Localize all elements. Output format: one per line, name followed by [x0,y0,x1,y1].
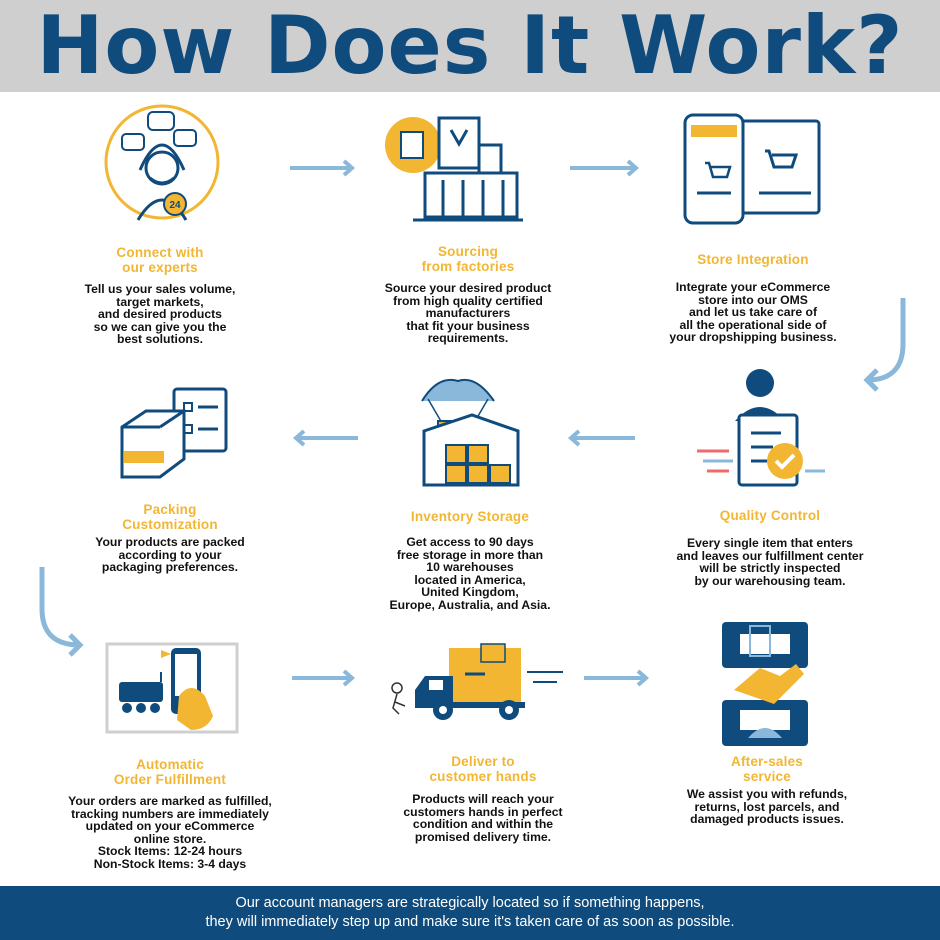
step-title: Deliver to customer hands [429,754,537,784]
factory-icon [385,116,523,222]
quality-inspector-icon [697,369,825,487]
handshake-service-icon [722,622,808,746]
arrow-right-2-icon [570,159,640,177]
step-after-sales-service: After-sales service We assist you with r… [617,754,917,826]
step-packing-customization: Packing Customization Your products are … [20,502,320,574]
step-title: Store Integration [697,252,809,267]
step-title: Packing Customization [122,502,218,532]
arrow-curve-down-right-icon [863,298,906,392]
arrow-right-1-icon [290,159,356,177]
step-title: Connect with our experts [116,245,204,275]
arrow-right-4-icon [584,669,650,687]
page-title: How Does It Work? [36,0,904,92]
step-deliver-to-customer: Deliver to customer hands Products will … [333,754,633,843]
step-connect-experts: Connect with our experts Tell us your sa… [10,245,310,346]
robot-phone-icon [105,642,239,734]
step-description: Your products are packed according to yo… [95,535,245,575]
step-title: Quality Control [719,508,821,523]
store-devices-icon [683,113,821,225]
step-description: Products will reach your customers hands… [403,792,563,844]
arrow-left-2-icon [292,429,358,447]
step-description: Tell us your sales volume, target market… [84,282,236,347]
step-description: Source your desired product from high qu… [384,281,552,346]
step-title: Inventory Storage [410,509,530,524]
step-title: Sourcing from factories [421,244,515,274]
arrow-curve-down-left-icon [39,567,84,657]
step-automatic-order-fulfillment: Automatic Order Fulfillment Your orders … [20,757,320,871]
step-quality-control: Quality Control Every single item that e… [620,508,920,587]
step-title: After-sales service [731,754,803,784]
warehouse-parachute-icon [421,379,520,487]
step-description: Get access to 90 days free storage in mo… [389,535,551,612]
step-sourcing: Sourcing from factories Source your desi… [318,244,618,345]
step-description: Integrate your eCommerce store into our … [669,280,837,345]
step-description: Every single item that enters and leaves… [676,536,864,588]
step-description: We assist you with refunds, returns, los… [686,787,848,827]
step-store-integration: Store Integration Integrate your eCommer… [603,252,903,344]
footer-banner: Our account managers are strategically l… [0,886,940,940]
arrow-right-3-icon [292,669,356,687]
header-banner: How Does It Work? [0,0,940,92]
footer-text: Our account managers are strategically l… [205,895,735,930]
step-description: Your orders are marked as fulfilled, tra… [68,794,272,871]
step-title: Automatic Order Fulfillment [113,757,227,787]
step-inventory-storage: Inventory Storage Get access to 90 days … [320,509,620,612]
headset-expert-icon: 24 [104,104,220,221]
delivery-truck-icon [391,643,563,720]
badge-24-label: 24 [169,200,181,211]
arrow-left-1-icon [567,429,635,447]
packing-box-icon [120,387,228,479]
